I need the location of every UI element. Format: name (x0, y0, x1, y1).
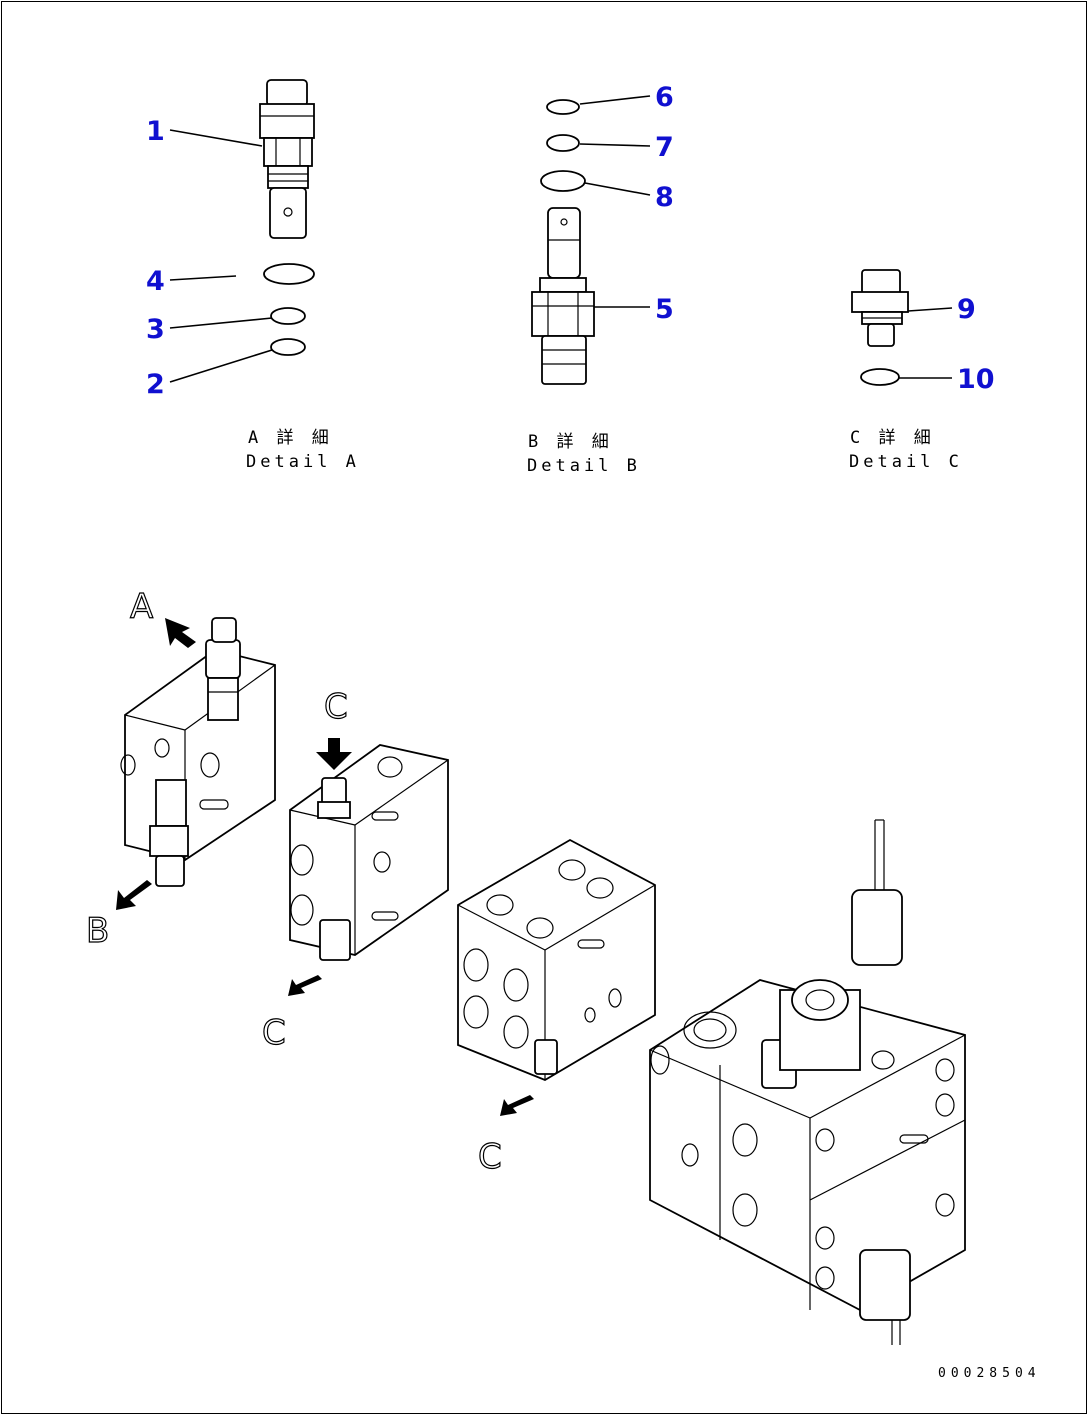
detail-b-o-rings (540, 99, 586, 192)
callout-2: 2 (146, 369, 165, 400)
callout-3: 3 (146, 314, 165, 345)
main-control-valve (649, 819, 966, 1345)
callout-7: 7 (655, 132, 674, 163)
view-letter-c-low: C (478, 1137, 502, 1177)
detail-a-o-rings (263, 263, 315, 356)
arrow-b-icon (116, 880, 152, 910)
detail-a-caption-jp: A 詳 細 (248, 428, 333, 448)
arrow-a-icon (165, 618, 196, 648)
callout-8: 8 (655, 182, 674, 213)
callout-6: 6 (655, 82, 674, 113)
arrow-c-mid-icon (288, 975, 322, 996)
detail-c-caption-en: Detail C (849, 452, 963, 472)
callout-9: 9 (957, 294, 976, 325)
callout-numbers: 1 2 3 4 5 6 7 8 9 10 (146, 82, 995, 400)
view-letter-c-top: C (324, 687, 348, 727)
detail-b-caption-jp: B 詳 細 (528, 432, 613, 452)
view-letter-b: B (86, 911, 109, 951)
leader-lines (169, 95, 953, 383)
view-letter-c-mid: C (262, 1013, 286, 1053)
view-letters: A B C C C (85, 586, 502, 1177)
callout-10: 10 (957, 364, 995, 395)
callout-5: 5 (655, 294, 674, 325)
detail-captions: A 詳 細 Detail A B 詳 細 Detail B C 詳 細 Deta… (246, 428, 963, 476)
detail-b-caption-en: Detail B (527, 456, 641, 476)
view-letter-a: A (130, 587, 153, 627)
detail-b-valve (531, 207, 595, 385)
document-number: 00028504 (938, 1366, 1041, 1381)
detail-a-caption-en: Detail A (246, 452, 360, 472)
view-arrows (116, 618, 534, 1116)
detail-c-o-ring (860, 368, 900, 386)
valve-section-3 (457, 838, 656, 1082)
valve-section-1 (120, 617, 276, 887)
arrow-c-low-icon (500, 1095, 534, 1116)
valve-section-2 (289, 744, 449, 961)
callout-1: 1 (146, 116, 165, 147)
detail-c-plug (851, 269, 909, 347)
arrow-c-top-icon (316, 738, 352, 770)
detail-c-caption-jp: C 詳 細 (850, 428, 935, 448)
detail-a-cartridge (259, 79, 315, 239)
callout-4: 4 (146, 266, 165, 297)
